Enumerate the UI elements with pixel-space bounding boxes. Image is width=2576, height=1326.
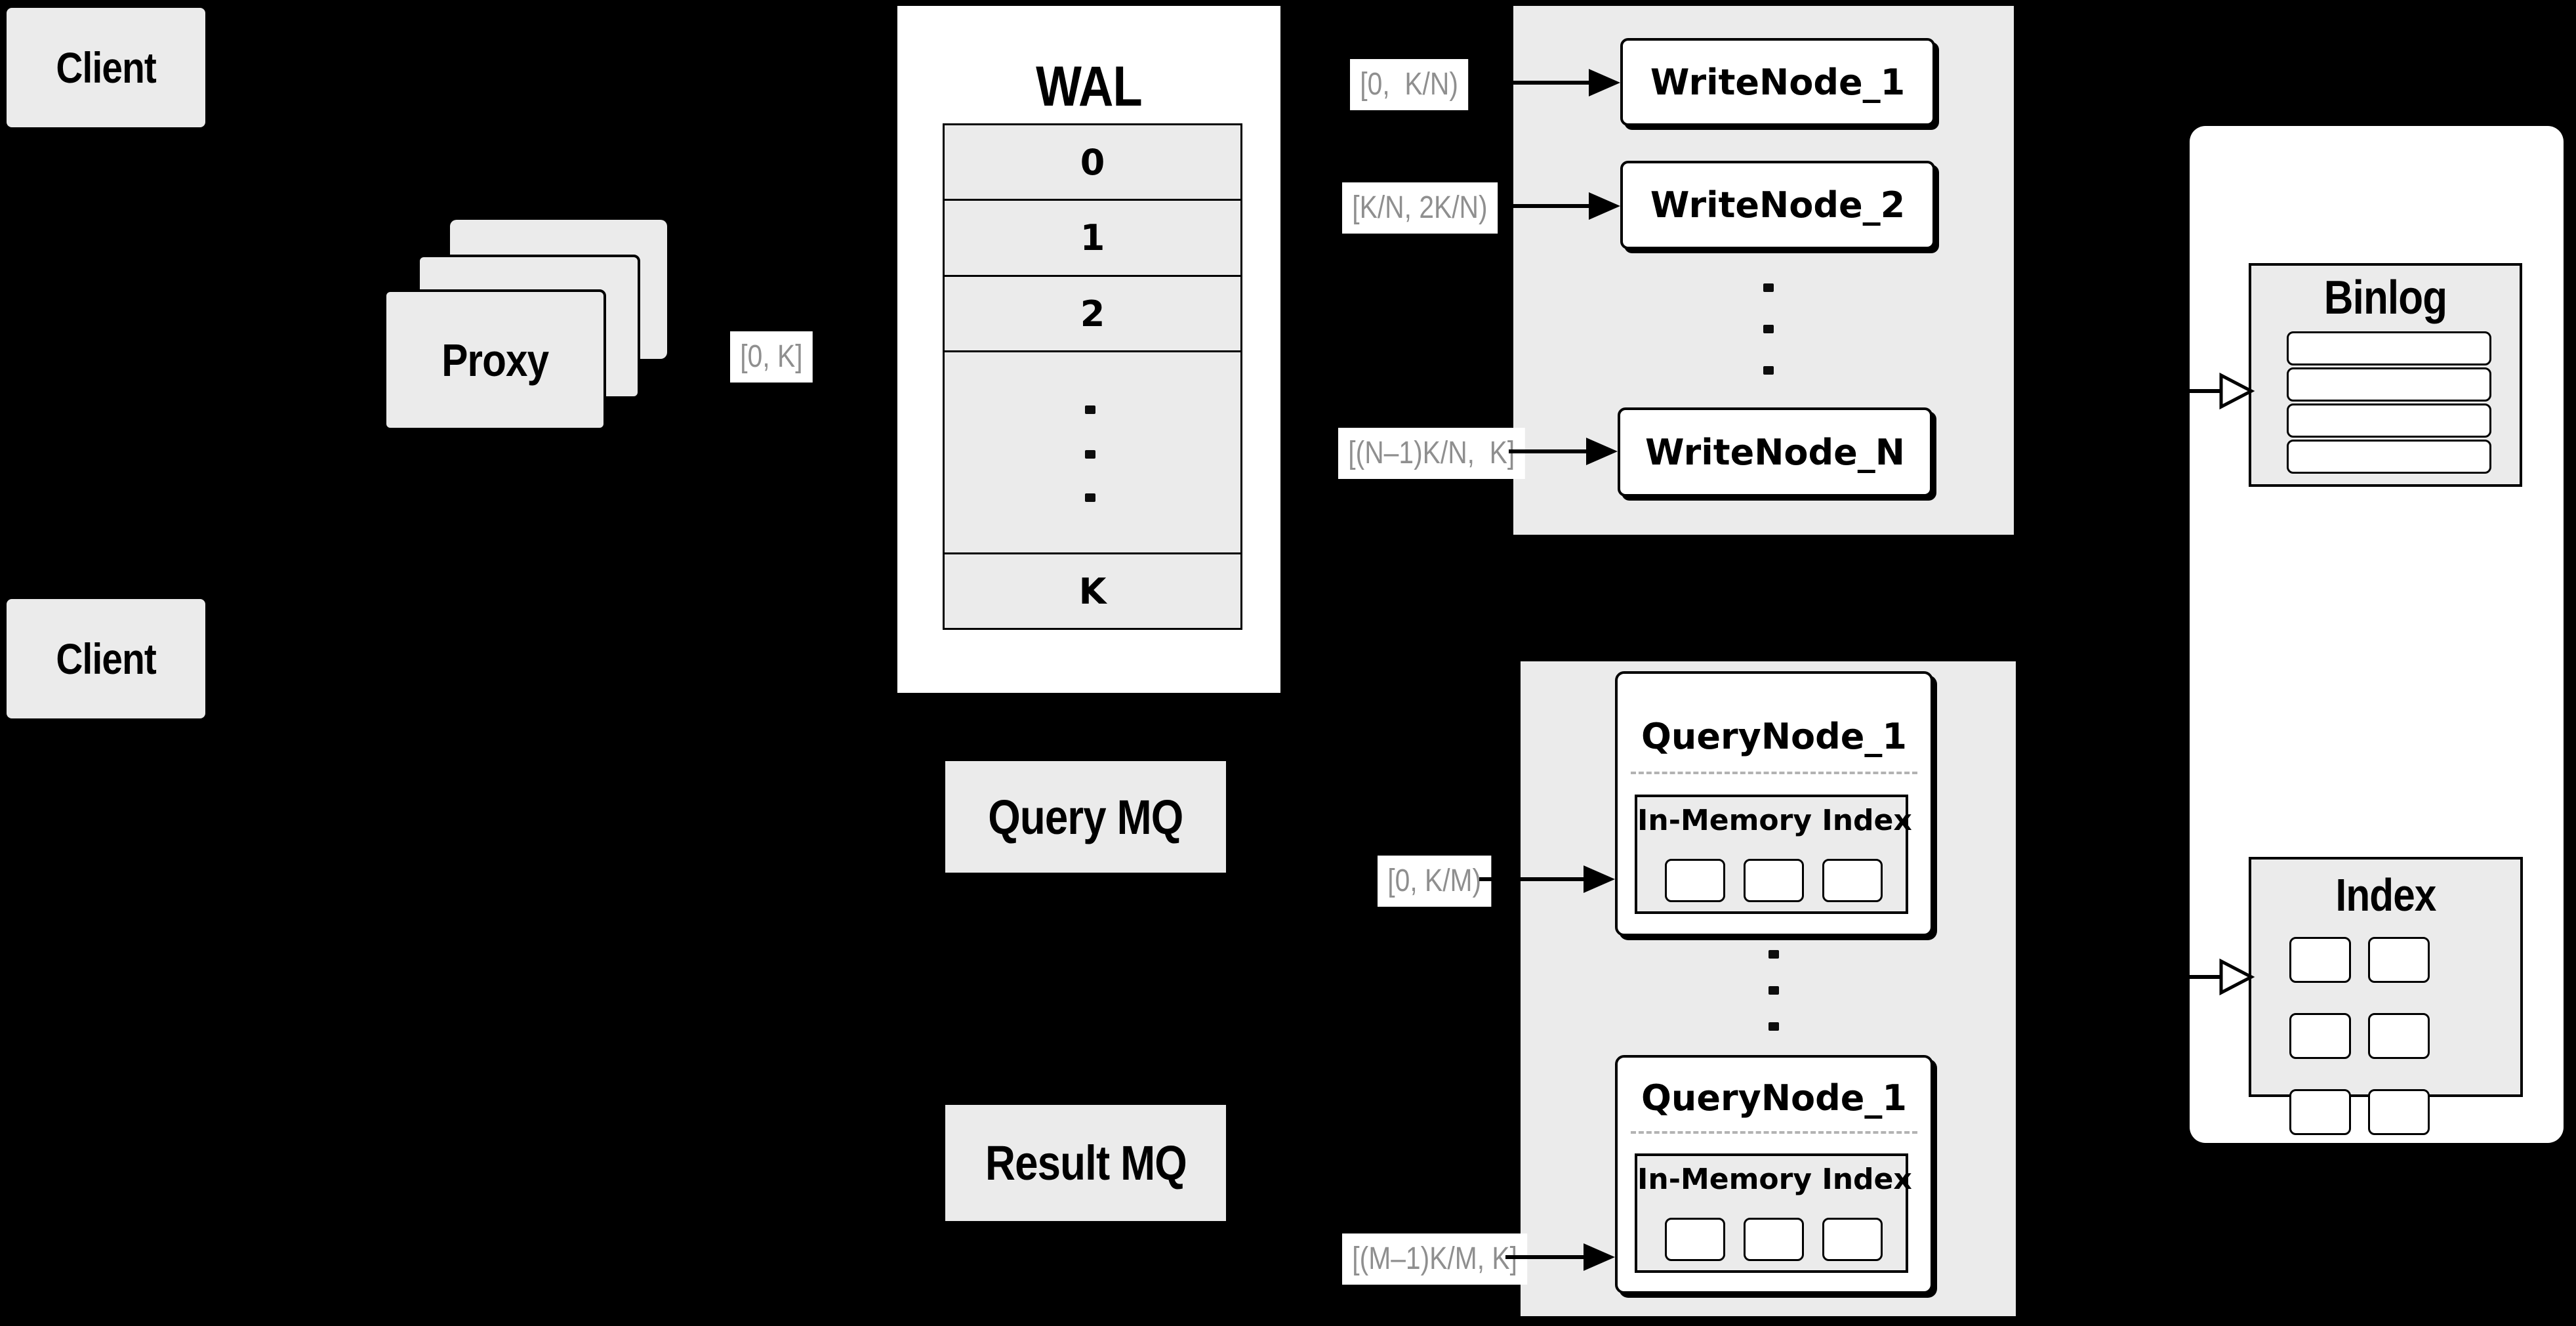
arrow-right-solid-icon [1589, 69, 1620, 96]
ellipsis-dot [1763, 325, 1774, 333]
index-segments [1665, 1218, 1883, 1261]
segment-chip [1822, 859, 1883, 902]
binlog-title: Binlog [2323, 272, 2447, 324]
range-label-writenode-2: [K/N, 2K/N) [1342, 182, 1498, 234]
ellipsis-dot [1768, 1022, 1779, 1031]
ellipsis-dot [1085, 450, 1095, 459]
segment-chip [2289, 937, 2351, 983]
wal-segment-table: 0 1 2 K [943, 123, 1242, 630]
in-memory-index-label: In-Memory Index [1637, 804, 1912, 837]
segment-chip [2368, 937, 2430, 983]
wal-segment-k: K [1078, 570, 1107, 612]
wal-segment-row: K [945, 554, 1240, 628]
dashed-divider [1631, 772, 1917, 774]
wal-segment-2: 2 [1080, 293, 1105, 335]
arrow-shaft [1473, 81, 1591, 85]
write-node-n-label: WriteNode_N [1645, 431, 1905, 473]
binlog-row [2287, 331, 2491, 365]
arrow-shaft [1509, 449, 1589, 453]
arrow-shaft [1479, 877, 1586, 881]
segment-chip [1744, 1218, 1804, 1261]
index-segments [2289, 937, 2499, 1135]
query-node-1-label: QueryNode_1 [1641, 716, 1907, 757]
in-memory-index-box: In-Memory Index [1635, 795, 1912, 914]
arrow-right-solid-icon [1586, 438, 1618, 465]
wal-segment-row: 1 [945, 201, 1240, 277]
client-bottom-label: Client [56, 634, 156, 683]
dashed-divider [1631, 1131, 1917, 1134]
ellipsis-dot [1768, 950, 1779, 959]
segment-chip [2368, 1089, 2430, 1135]
index-segments [1665, 859, 1883, 902]
binlog-row [2287, 404, 2491, 438]
index-title: Index [2335, 869, 2437, 921]
arrow-shaft [1505, 1255, 1586, 1259]
range-label-writenode-n: [(N–1)K/N, K] [1338, 428, 1525, 479]
segment-chip [1665, 1218, 1725, 1261]
segment-chip [2289, 1013, 2351, 1059]
result-mq-label: Result MQ [985, 1136, 1187, 1190]
proxy-node: Proxy [384, 289, 606, 430]
write-node-1-label: WriteNode_1 [1650, 61, 1906, 103]
binlog-row [2287, 367, 2491, 402]
client-node-bottom: Client [7, 599, 205, 718]
binlog-row [2287, 440, 2491, 474]
segment-chip [1665, 859, 1725, 902]
query-node-2-label: QueryNode_1 [1641, 1077, 1907, 1119]
range-label-writenode-1: [0, K/N) [1350, 59, 1469, 110]
ellipsis-dot [1768, 986, 1779, 995]
range-label-proxy-wal: [0, K] [730, 331, 813, 383]
client-node-top: Client [7, 8, 205, 127]
arrow-right-solid-icon [1589, 192, 1620, 220]
query-node-1: QueryNode_1 In-Memory Index [1615, 671, 1933, 936]
arrow-right-hollow-icon [2157, 372, 2255, 410]
segment-chip [1822, 1218, 1883, 1261]
arrow-right-solid-icon [1584, 865, 1615, 893]
write-node-2-label: WriteNode_2 [1650, 184, 1906, 226]
segment-chip [2289, 1089, 2351, 1135]
ellipsis-dot [1085, 405, 1095, 414]
wal-segment-row: 2 [945, 277, 1240, 352]
write-node-n: WriteNode_N [1618, 407, 1932, 497]
ellipsis-dot [1763, 283, 1774, 292]
range-label-querynode-2: [(M–1)K/M, K] [1342, 1233, 1528, 1285]
segment-chip [1744, 859, 1804, 902]
write-node-1: WriteNode_1 [1620, 38, 1935, 126]
wal-segment-row: 0 [945, 125, 1240, 201]
client-top-label: Client [56, 43, 156, 92]
segment-chip [2368, 1013, 2430, 1059]
query-mq-label: Query MQ [988, 789, 1183, 844]
arrow-right-hollow-icon [2157, 958, 2255, 996]
in-memory-index-box: In-Memory Index [1635, 1153, 1912, 1273]
arrow-shaft [1509, 204, 1591, 208]
binlog-rows [2287, 331, 2491, 476]
binlog-box: Binlog [2249, 263, 2522, 487]
proxy-label: Proxy [441, 334, 549, 386]
wal-segment-1: 1 [1080, 217, 1105, 259]
ellipsis-dot [1763, 366, 1774, 375]
index-box: Index [2249, 857, 2523, 1135]
query-node-2: QueryNode_1 In-Memory Index [1615, 1055, 1933, 1294]
arrow-right-solid-icon [1584, 1243, 1615, 1271]
write-node-2: WriteNode_2 [1620, 161, 1935, 249]
range-label-querynode-1: [0, K/M) [1378, 856, 1492, 907]
result-mq-node: Result MQ [945, 1105, 1226, 1221]
ellipsis-dot [1085, 493, 1095, 502]
query-mq-node: Query MQ [945, 761, 1226, 873]
wal-segment-0: 0 [1080, 141, 1105, 183]
in-memory-index-label: In-Memory Index [1637, 1163, 1912, 1196]
wal-title: WAL [1036, 55, 1143, 118]
